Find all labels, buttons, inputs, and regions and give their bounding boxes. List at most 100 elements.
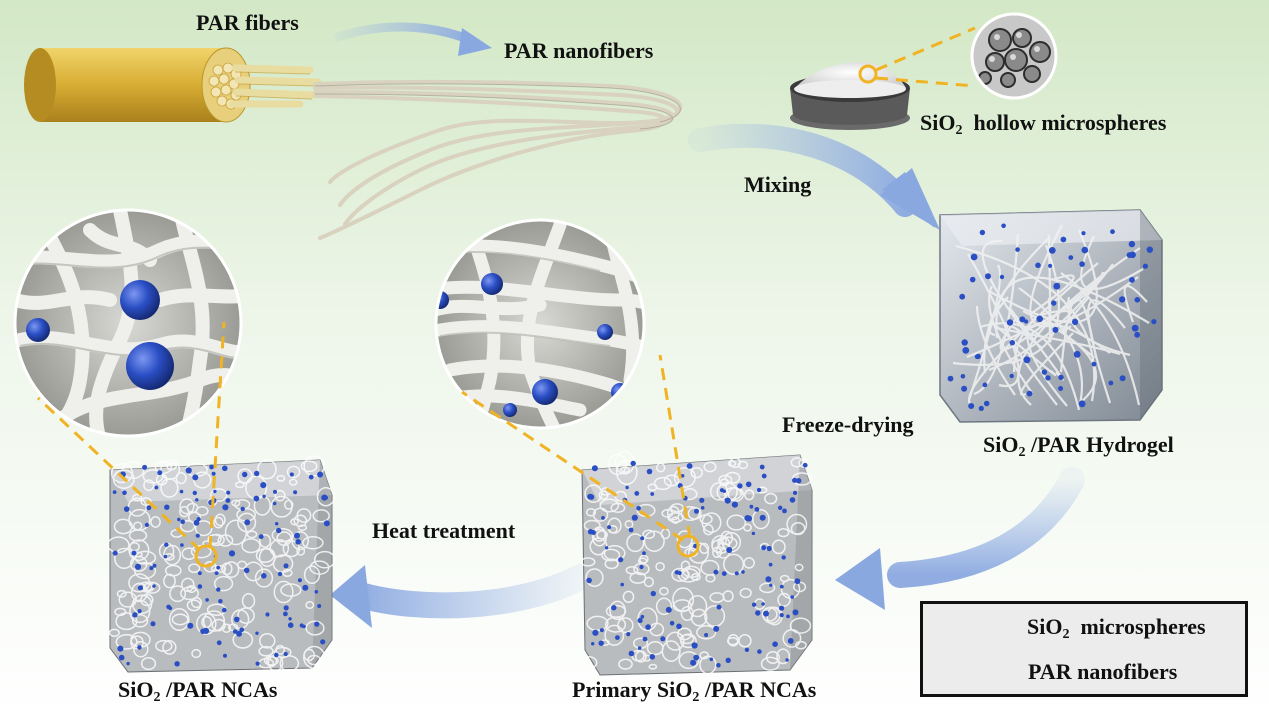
nca-cube-sphere: [196, 517, 201, 522]
primary-cube-sphere: [591, 465, 598, 472]
primary-cube-sphere: [768, 562, 773, 567]
hydrogel-sphere: [1015, 247, 1020, 252]
mesh-loop: [796, 659, 810, 668]
primary-cube-sphere: [636, 506, 641, 511]
mesh-loop: [168, 607, 190, 632]
par-nanofibers-strand-shade: [314, 83, 681, 130]
mesh-loop: [643, 576, 654, 588]
mesh-loop: [253, 495, 271, 516]
mesh-loop: [129, 599, 151, 624]
mesh-loop: [690, 608, 708, 627]
primary-cube-sphere: [779, 613, 784, 618]
nca-cube-sphere: [150, 621, 156, 627]
nca-cube-sphere: [137, 585, 143, 591]
hydrogel-sphere: [1060, 236, 1067, 243]
primary-cube-sphere: [794, 578, 801, 585]
nca-cube-sphere: [214, 571, 219, 575]
primary-suffix: /PAR NCAs: [704, 677, 817, 702]
mesh-loop: [726, 637, 739, 646]
mesh-loop: [699, 542, 710, 555]
mesh-loop: [680, 505, 701, 522]
primary-cube-sphere: [637, 646, 642, 650]
mesh-loop: [258, 645, 274, 657]
primary-cube-sphere: [754, 507, 760, 512]
nca-cube-sphere: [239, 627, 245, 633]
hydrogel-fiber: [966, 271, 1105, 359]
nca-cube-sphere: [255, 631, 259, 635]
nca-cube-sphere: [232, 629, 238, 634]
hydrogel-sphere: [1108, 380, 1114, 386]
nca-cube-sphere: [288, 617, 292, 621]
mesh-loop: [776, 648, 791, 665]
hydrogel-sphere: [1128, 240, 1136, 248]
mesh-loop: [624, 519, 634, 529]
primary-cube-sphere: [665, 606, 672, 613]
mesh-loop: [305, 600, 315, 610]
mesh-loop: [682, 565, 701, 578]
primary-cube-sphere: [759, 514, 766, 521]
primary-cube-sphere: [598, 640, 604, 646]
mesh-loop: [303, 648, 316, 662]
mesh-loop: [273, 646, 292, 659]
hydrogel-sphere: [961, 339, 968, 346]
primary-cube-sphere: [741, 570, 745, 574]
primary-cube-sphere: [765, 576, 772, 583]
primary-cube-sphere: [744, 515, 751, 522]
mesh-loop: [738, 634, 752, 648]
mesh-loop: [254, 568, 274, 588]
mesh-loop: [704, 605, 726, 628]
mesh-loop: [777, 592, 791, 607]
hydrogel-fiber: [1022, 310, 1098, 402]
hydrogel-fiber: [1028, 274, 1075, 316]
primary-cube-sphere: [749, 504, 754, 509]
nca-cube-sphere: [283, 611, 288, 617]
legend-microspheres-prefix: SiO: [1027, 614, 1063, 639]
mesh-loop: [626, 533, 645, 553]
mesh-loop: [155, 473, 168, 486]
nca-cube-sphere: [198, 571, 202, 576]
sio2-hollow-sub: 2: [955, 123, 963, 138]
zoom-target-circles: [194, 534, 700, 568]
hydrogel-sphere: [1078, 400, 1086, 408]
legend-nanofibers-text: PAR nanofibers: [1028, 659, 1178, 684]
nca-cube-sphere: [226, 490, 231, 495]
mesh-loop: [737, 460, 749, 470]
nca-cube-sphere: [236, 630, 243, 637]
hydrogel-sphere: [1048, 247, 1056, 254]
label-freeze-drying: Freeze-drying: [782, 412, 914, 438]
mesh-loop: [771, 539, 786, 555]
mesh-loop: [305, 620, 325, 636]
hydrogel-sphere: [1131, 324, 1139, 332]
legend-microspheres-sub: 2: [1062, 627, 1070, 642]
primary-nca-cube: [580, 450, 813, 676]
mesh-loop: [210, 488, 228, 502]
hydrogel-suffix: /PAR Hydrogel: [1030, 432, 1174, 457]
hydrogel-fiber: [975, 305, 1016, 396]
primary-cube-sphere: [755, 610, 761, 616]
nca-cube-sphere: [317, 471, 324, 478]
mesh-loop: [237, 512, 257, 533]
mesh-loop: [279, 655, 300, 672]
mesh-loop: [259, 533, 272, 548]
nca-cube-sphere: [137, 609, 142, 614]
nca-cube-sphere: [253, 495, 260, 502]
hydrogel-fiber: [1029, 224, 1139, 328]
mesh-loop: [743, 557, 755, 569]
hydrogel-sphere: [1142, 263, 1148, 269]
hydrogel-fiber: [995, 276, 1150, 339]
nca-cube-sphere: [152, 563, 157, 568]
mesh-loop: [653, 476, 672, 491]
nca-cube-sphere: [283, 605, 289, 611]
label-par-fibers: PAR fibers: [196, 10, 299, 36]
nca-cube-sphere: [154, 485, 159, 490]
nca-cube-sphere: [218, 599, 223, 604]
primary-cube-sphere: [699, 497, 705, 503]
nca-cube-sphere: [180, 519, 185, 525]
primary-cube-sphere: [704, 633, 709, 637]
primary-cube-sphere: [787, 638, 794, 644]
nca-cube-sphere: [287, 622, 294, 628]
mesh-loop: [303, 455, 325, 477]
mesh-loop: [246, 530, 258, 539]
label-hydrogel: SiO2 /PAR Hydrogel: [983, 432, 1174, 461]
primary-cube-sphere: [759, 464, 765, 470]
